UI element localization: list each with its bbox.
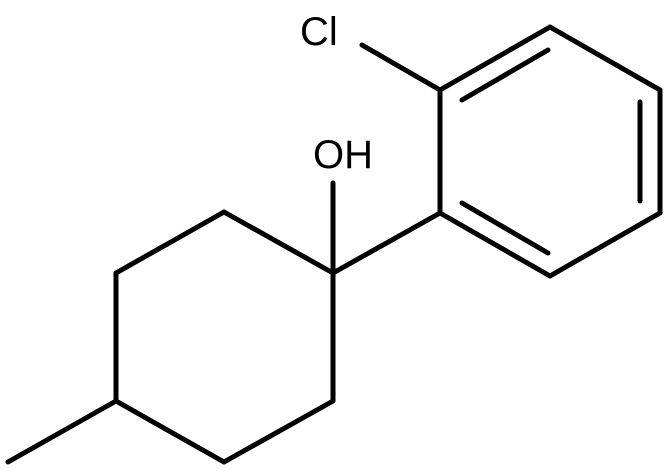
double-bond-inner-c5-c6: [459, 200, 551, 256]
bond-ring-c4-c5: [113, 398, 227, 465]
bond-benzene-c1-c2: [437, 24, 553, 93]
chlorine-label: Cl: [300, 10, 338, 54]
hydroxyl-label: OH: [313, 133, 373, 177]
bond-phenyl-cyclohexyl: [330, 210, 443, 276]
bond-ring-c2-c3: [113, 209, 227, 276]
benzene-ring: [437, 24, 663, 279]
bond-c-cl: [359, 42, 443, 93]
bond-methyl: [5, 398, 119, 465]
bond-ring-c1-c2: [221, 209, 336, 276]
bond-ring-c5-c6: [221, 398, 336, 465]
cyclohexane-ring: [113, 209, 336, 465]
bond-benzene-c4-c5: [547, 210, 663, 279]
bond-benzene-c5-c6: [437, 210, 553, 279]
bond-benzene-c2-c3: [547, 24, 663, 93]
double-bond-inner-c1-c2: [459, 47, 551, 103]
